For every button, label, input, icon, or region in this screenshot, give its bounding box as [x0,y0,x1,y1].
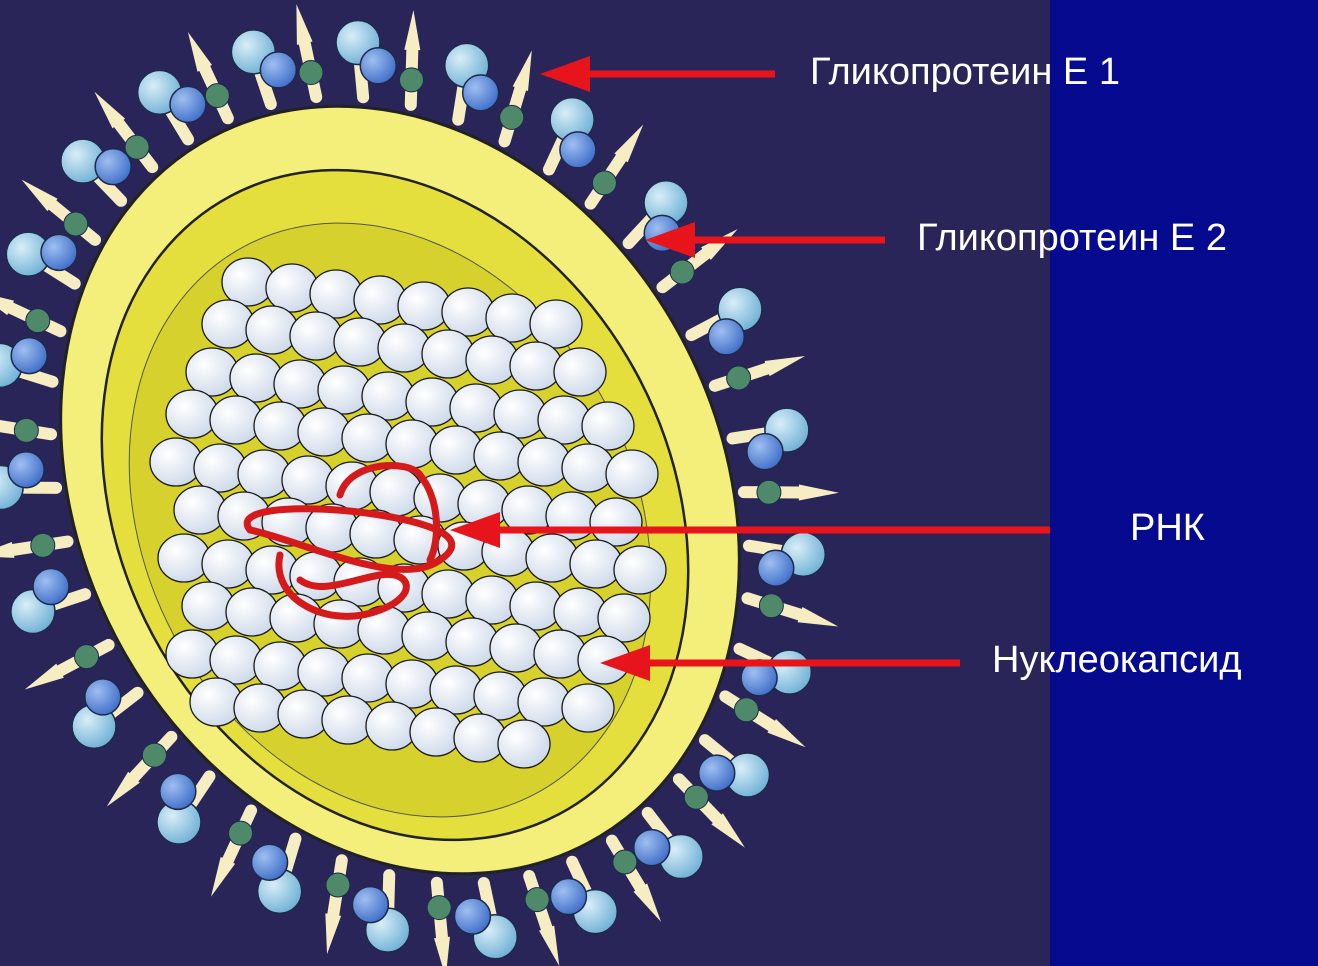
capsomer [562,684,614,732]
capsomer [614,546,666,594]
spike [550,862,617,934]
spike [0,533,68,557]
capsomer [606,450,658,498]
spike [399,10,423,105]
spike [445,43,499,119]
spike [500,50,532,141]
spike [549,98,596,170]
capsomer [530,300,582,348]
spike [336,21,396,98]
spike [0,291,60,333]
spike [427,883,451,966]
spike [454,883,517,959]
spike [296,4,323,97]
spike [0,452,56,510]
arrowhead-glycoprotein-e1 [540,56,590,92]
spike [72,679,138,749]
capsomer [554,348,606,396]
spike [691,287,762,355]
spike [61,139,131,201]
spike [747,594,838,627]
spike [11,569,85,634]
spike [252,839,302,914]
capsomer [498,720,550,768]
label-nucleocapsid: Нуклеокапсид [992,638,1242,682]
spike [740,649,812,696]
spike [138,70,206,139]
label-glycoprotein-e1: Гликопротеин Е 1 [810,50,1120,94]
spike [211,810,253,896]
spike [22,180,95,240]
spike [6,232,77,283]
spike [749,532,825,586]
spike [699,740,770,797]
side-panel [1050,0,1318,966]
capsomer [590,498,642,546]
spike [744,480,839,504]
spike [732,408,808,470]
label-rna: РНК [1130,506,1205,550]
spike [715,356,805,390]
spike [591,125,644,204]
label-glycoprotein-e2: Гликопротеин Е 2 [917,216,1227,260]
spike [0,338,53,388]
spike [352,875,409,952]
spike [0,418,51,443]
spike [231,30,296,104]
capsomer [598,594,650,642]
spike [157,773,209,844]
spike [634,813,703,879]
spike [325,860,350,954]
spike [725,696,805,747]
capsomer [582,402,634,450]
